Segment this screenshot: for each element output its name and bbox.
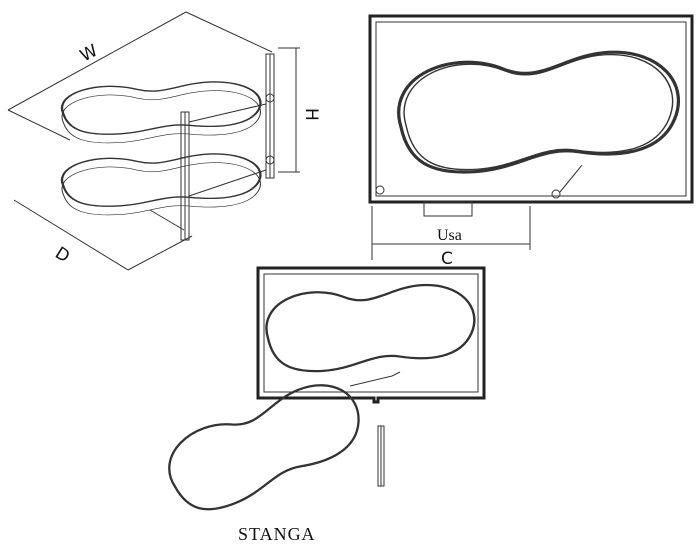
cabinet-width-label: C: [441, 249, 453, 269]
w-extension-line: [185, 11, 273, 53]
pivot-arm-open: [349, 371, 401, 387]
w-dimension-line: [7, 11, 187, 111]
w-extension-line-left: [7, 109, 71, 141]
opening-label: Usa: [437, 227, 462, 244]
lower-shelf: [60, 152, 262, 216]
hinge: [265, 155, 275, 165]
depth-label: D: [51, 243, 73, 267]
pivot-arm: [559, 164, 583, 193]
cabinet-outline: [368, 14, 694, 204]
hinge: [265, 93, 275, 103]
shelf-top-view: [397, 50, 681, 174]
cabinet-outline-open: [256, 266, 486, 404]
mount-bracket: [423, 201, 473, 217]
pivot-hinge: [551, 189, 561, 199]
top-view-open: STANGA: [155, 266, 486, 544]
caption-stanga: STANGA: [238, 524, 316, 544]
width-label: W: [77, 41, 101, 67]
d-extension-line: [127, 235, 193, 271]
height-label: H: [301, 108, 321, 121]
isometric-view: W H D: [7, 11, 321, 271]
pivot-hinge: [375, 185, 385, 195]
d-dimension-line: [13, 199, 129, 271]
front-shelf-pulled-out: [155, 373, 375, 522]
rear-shelf: [265, 283, 476, 373]
top-view-closed: Usa C: [368, 14, 694, 269]
connecting-arms: [149, 103, 267, 231]
